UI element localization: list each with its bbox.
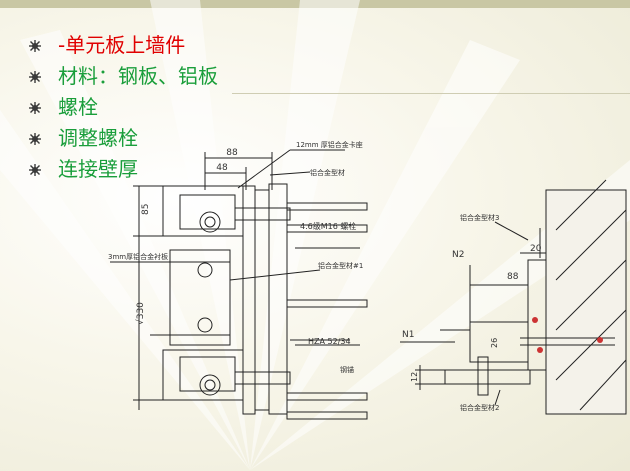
bracket-middle [169, 249, 231, 346]
dim-85: 85 [141, 204, 151, 215]
bullet-text-wall-thickness: 连接壁厚 [58, 157, 138, 181]
bullet-text-adjust-bolt: 调整螺栓 [58, 126, 138, 150]
note-code1: 铝合金型材#1 [318, 261, 363, 270]
bullet-icon [29, 132, 41, 145]
note-anchor: 钢锚 [340, 365, 354, 374]
bullet-item: 材料：钢板、铝板 [28, 61, 218, 92]
bullet-icon [29, 70, 41, 83]
bracket-technical-drawing: 88 48 85 √330 12mm 厚铝合金卡座 铝合金型材 4.6级M16 … [108, 140, 627, 420]
dim-88-right: 88 [507, 272, 519, 282]
bullet-text-title: -单元板上墙件 [58, 33, 186, 57]
bullet-icon [29, 101, 41, 114]
bullet-item: 连接壁厚 [28, 154, 218, 185]
note-left: 3mm厚铝合金衬板 [108, 252, 168, 261]
bullet-icon [29, 163, 41, 176]
bullet-text-bolt: 螺栓 [58, 95, 98, 119]
bullet-item: -单元板上墙件 [28, 30, 218, 61]
bullet-item: 调整螺栓 [28, 123, 218, 154]
bullet-list: -单元板上墙件 材料：钢板、铝板 螺栓 调整螺栓 连接壁厚 [28, 30, 218, 185]
dim-48: 48 [216, 163, 228, 173]
label-n1: N1 [402, 330, 414, 340]
bullet-text-material: 材料：钢板、铝板 [58, 64, 218, 88]
note-anchor-label: HZA 52/34 [308, 337, 351, 346]
right-note-2: 铝合金型材2 [460, 403, 499, 412]
wall-section [545, 189, 627, 415]
right-note-3: 铝合金型材3 [460, 213, 499, 222]
dim-330: √330 [135, 302, 146, 325]
bullet-icon [29, 39, 41, 52]
note-alloy: 铝合金型材 [310, 168, 345, 177]
dim-26: 26 [490, 338, 499, 348]
dim-20: 20 [530, 244, 542, 254]
dim-12: 12 [410, 372, 419, 382]
bullet-item: 螺栓 [28, 92, 218, 123]
label-n2: N2 [452, 250, 464, 260]
note-bolt: 4.6级M16 螺栓 [300, 221, 356, 231]
dim-88-top: 88 [226, 148, 238, 158]
title-rule [232, 93, 630, 94]
note-12mm: 12mm 厚铝合金卡座 [296, 140, 363, 149]
